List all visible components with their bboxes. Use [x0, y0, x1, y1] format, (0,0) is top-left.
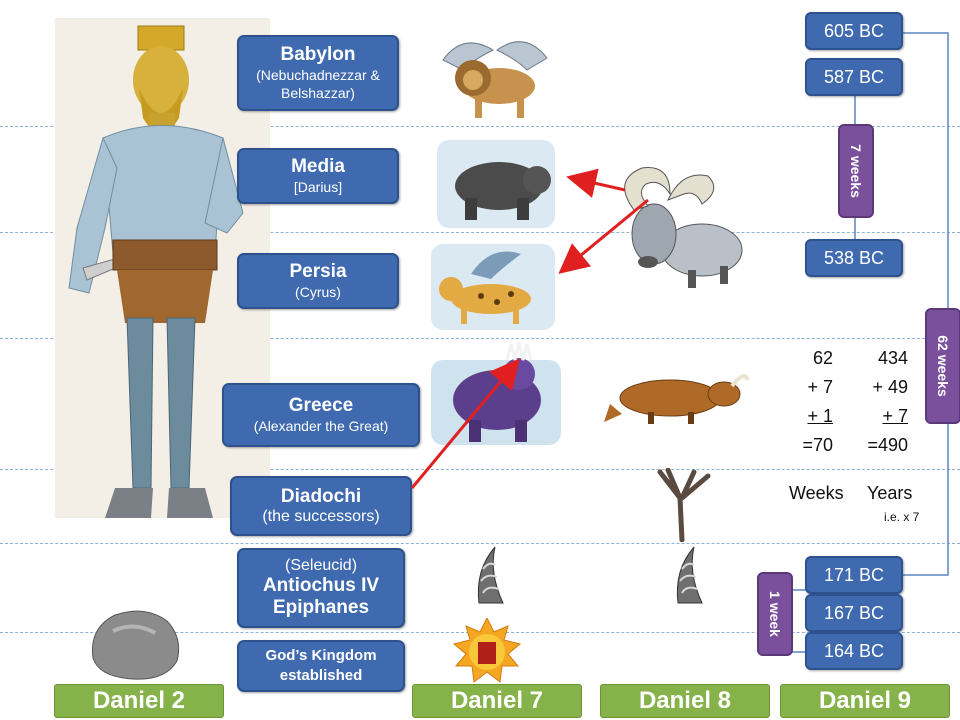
calc-years-label: Years [867, 483, 913, 503]
calc-years-plus49: + 49 [872, 377, 908, 397]
row-divider [0, 543, 960, 544]
arrow-diadochi-to-beast [410, 358, 520, 489]
little-horn-illustration [477, 546, 504, 604]
date-587-bc: 587 BC [805, 58, 903, 96]
kingdom-prefix: (Seleucid) [284, 557, 358, 574]
stone-illustration [91, 610, 180, 680]
kingdom-title: Antiochus IV Epiphanes [262, 575, 380, 618]
chapter-daniel-9: Daniel 9 [780, 684, 950, 718]
kingdom-persia: Persia (Cyrus) [237, 253, 399, 309]
date-164-bc: 164 BC [805, 632, 903, 670]
kingdom-title: Greece [288, 395, 354, 416]
tag-1-week: 1 week [757, 572, 793, 656]
tag-label: 62 weeks [935, 335, 951, 397]
kingdom-title: Diadochi [280, 486, 362, 507]
kingdom-title: God’s Kingdom established [265, 647, 377, 684]
chapter-daniel-2: Daniel 2 [54, 684, 224, 718]
row-divider [0, 126, 960, 127]
calc-weeks-label: Weeks [789, 483, 844, 503]
connector-62-weeks [902, 32, 949, 576]
kingdom-gods-kingdom: God’s Kingdom established [237, 640, 405, 692]
kingdom-diadochi: Diadochi (the successors) [230, 476, 412, 536]
winged-lion-illustration [442, 41, 548, 118]
kingdom-subtitle: [Darius] [293, 179, 343, 195]
calc-years-434: 434 [877, 348, 908, 368]
calc-weeks-total: =70 [802, 435, 833, 455]
calc-weeks-plus7: + 7 [807, 377, 833, 397]
chapter-daniel-7: Daniel 7 [412, 684, 582, 718]
calc-years-plus7: + 7 [882, 406, 908, 426]
calc-years-total: =490 [867, 435, 908, 455]
date-167-bc: 167 BC [805, 594, 903, 632]
chapter-daniel-8: Daniel 8 [600, 684, 770, 718]
row-divider [0, 469, 960, 470]
row-divider [0, 338, 960, 339]
kingdom-subtitle: (Nebuchadnezzar & Belshazzar) [256, 67, 380, 101]
tag-label: 7 weeks [848, 144, 864, 198]
four-horns-illustration [657, 468, 711, 542]
calc-weeks-62: 62 [812, 348, 833, 368]
date-538-bc: 538 BC [805, 239, 903, 277]
arrow-ram-to-bear [566, 168, 626, 198]
tag-7-weeks: 7 weeks [838, 124, 874, 218]
goat-illustration [604, 374, 750, 424]
kingdom-title: Media [291, 156, 345, 177]
kingdom-subtitle: (the successors) [262, 508, 380, 525]
little-horn-illustration [676, 546, 703, 604]
row-divider [0, 232, 960, 233]
bear-illustration [437, 140, 555, 228]
kingdom-title: Babylon [280, 44, 356, 65]
kingdom-subtitle: (Cyrus) [295, 284, 341, 300]
calc-note: i.e. x 7 [884, 510, 920, 524]
kingdom-antiochus: (Seleucid) Antiochus IV Epiphanes [237, 548, 405, 628]
date-171-bc: 171 BC [805, 556, 903, 594]
statue-illustration [55, 18, 270, 518]
kingdom-babylon: Babylon (Nebuchadnezzar & Belshazzar) [237, 35, 399, 111]
tag-label: 1 week [767, 591, 783, 637]
calc-weeks-plus1: + 1 [807, 406, 833, 426]
kingdom-greece: Greece (Alexander the Great) [222, 383, 420, 447]
winged-leopard-illustration [431, 244, 555, 330]
ram-illustration [624, 167, 743, 288]
tag-62-weeks: 62 weeks [925, 308, 960, 424]
kingdom-subtitle: (Alexander the Great) [253, 418, 389, 434]
kingdom-title: Persia [289, 261, 347, 282]
arrow-ram-to-leopard [558, 198, 649, 274]
date-605-bc: 605 BC [805, 12, 903, 50]
kingdom-media: Media [Darius] [237, 148, 399, 204]
kingdom-sun-illustration [452, 618, 522, 683]
